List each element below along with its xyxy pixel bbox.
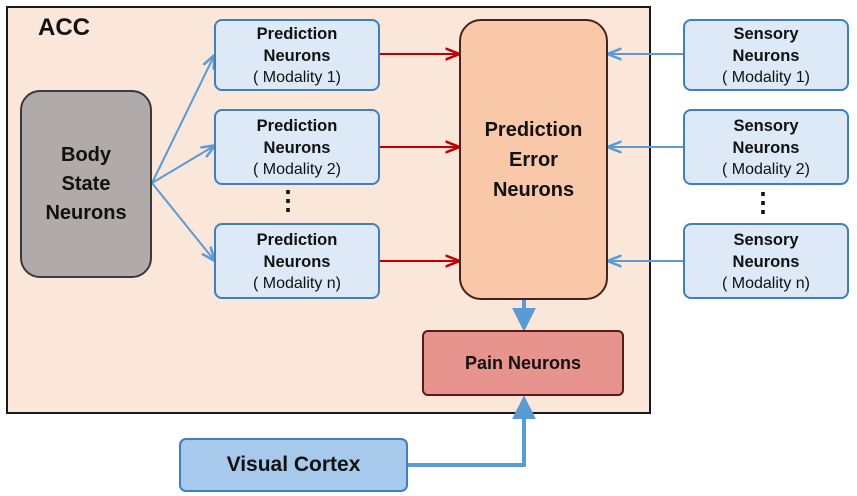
prediction-neurons-modality-n: Prediction Neurons ( Modality n) <box>214 223 380 299</box>
visual-cortex-label: Visual Cortex <box>226 453 361 476</box>
arrow-body-to-pred-n <box>151 182 214 260</box>
pred-2-line2: Neurons <box>263 138 331 157</box>
error-line1: Prediction <box>484 118 583 141</box>
pred-1-line3: ( Modality 1) <box>252 68 342 86</box>
error-line2: Error <box>509 148 558 171</box>
sens-1-line2: Neurons <box>732 46 800 65</box>
sens-n-line1: Sensory <box>733 230 799 249</box>
pain-neurons-label: Pain Neurons <box>464 352 582 373</box>
body-state-line1: Body <box>61 143 111 166</box>
pred-n-line2: Neurons <box>263 252 331 271</box>
prediction-error-neurons: Prediction Error Neurons <box>459 19 608 300</box>
pred-n-line3: ( Modality n) <box>252 274 342 292</box>
prediction-neurons-modality-1: Prediction Neurons ( Modality 1) <box>214 19 380 91</box>
arrow-body-to-pred-2 <box>151 146 214 184</box>
sens-1-line3: ( Modality 1) <box>721 68 811 86</box>
sensory-neurons-modality-1: Sensory Neurons ( Modality 1) <box>683 19 849 91</box>
visual-cortex: Visual Cortex <box>179 438 408 492</box>
prediction-neurons-modality-2: Prediction Neurons ( Modality 2) <box>214 109 380 185</box>
sens-2-line3: ( Modality 2) <box>721 160 811 178</box>
body-state-line3: Neurons <box>45 201 127 224</box>
sens-n-line3: ( Modality n) <box>721 274 811 292</box>
pred-1-line1: Prediction <box>256 24 338 43</box>
body-state-line2: State <box>61 172 111 195</box>
pred-2-line1: Prediction <box>256 116 338 135</box>
pain-neurons: Pain Neurons <box>422 330 624 396</box>
sens-2-line2: Neurons <box>732 138 800 157</box>
sensory-ellipsis: ⋮ <box>750 187 776 217</box>
pred-n-line1: Prediction <box>256 230 338 249</box>
pred-1-line2: Neurons <box>263 46 331 65</box>
sens-2-line1: Sensory <box>733 116 799 135</box>
acc-label: ACC <box>38 14 90 41</box>
prediction-ellipsis: ⋮ <box>275 185 301 215</box>
sens-n-line2: Neurons <box>732 252 800 271</box>
sensory-neurons-modality-n: Sensory Neurons ( Modality n) <box>683 223 849 299</box>
body-state-neurons: Body State Neurons <box>20 90 152 278</box>
sensory-neurons-modality-2: Sensory Neurons ( Modality 2) <box>683 109 849 185</box>
error-line3: Neurons <box>492 178 575 201</box>
sens-1-line1: Sensory <box>733 24 799 43</box>
arrow-visual-to-pain <box>408 395 536 467</box>
arrow-body-to-pred-1 <box>151 56 214 184</box>
pred-2-line3: ( Modality 2) <box>252 160 342 178</box>
